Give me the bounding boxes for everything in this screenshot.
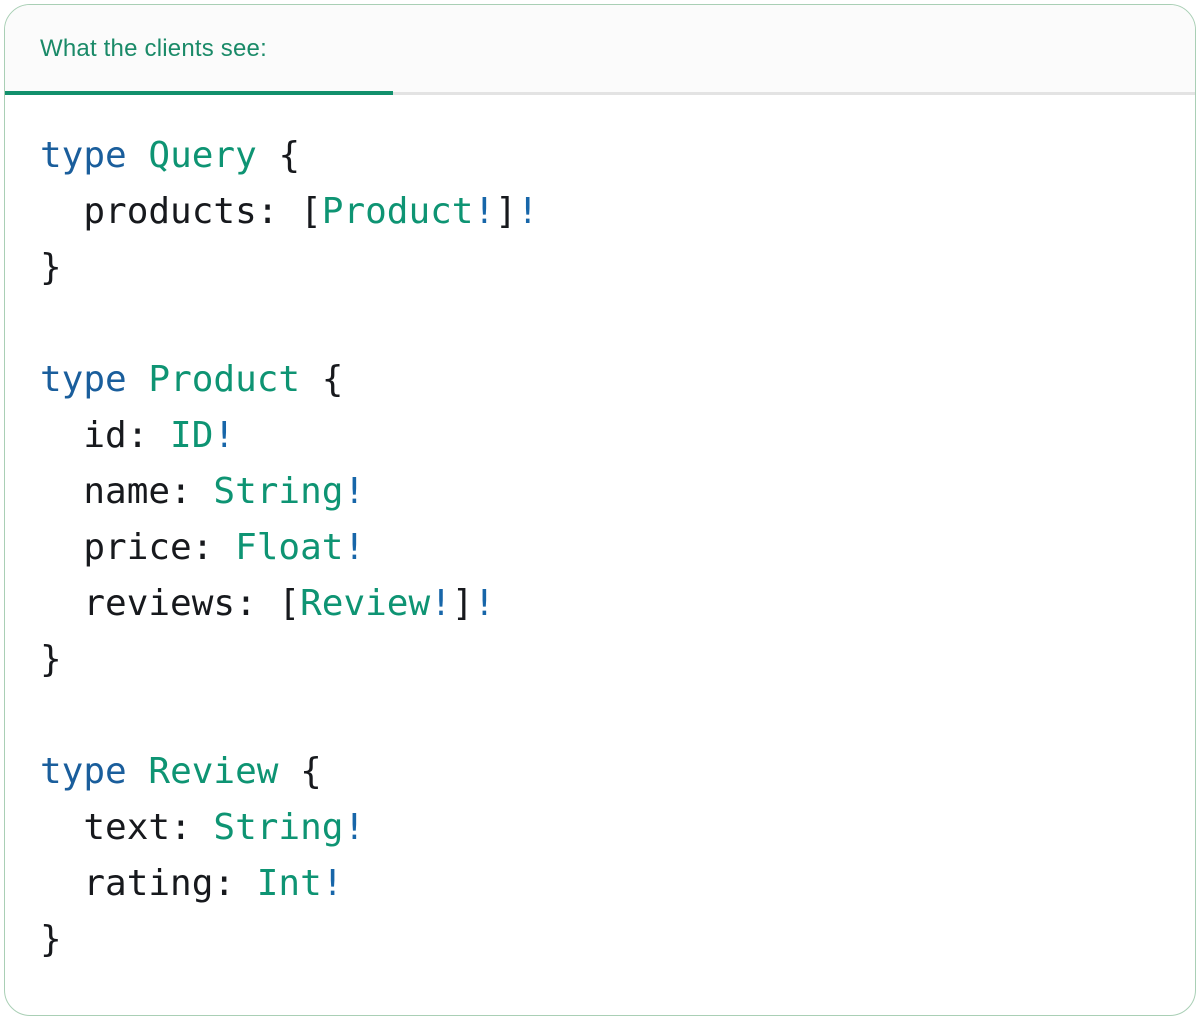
code-token: Review xyxy=(300,583,431,624)
code-token: ! xyxy=(473,583,496,624)
code-token: ! xyxy=(343,807,366,848)
code-token: ! xyxy=(343,527,366,568)
code-token: products: [ xyxy=(40,191,322,232)
code-token: ! xyxy=(473,191,496,232)
code-line: } xyxy=(40,240,1175,296)
code-token: { xyxy=(300,359,344,400)
code-token: type xyxy=(40,751,127,792)
code-token: price: xyxy=(40,527,236,568)
tab-label: What the clients see: xyxy=(40,34,267,62)
code-token: { xyxy=(278,751,322,792)
code-token: ! xyxy=(213,415,236,456)
graphql-schema-code: type Query { products: [Product!]!} type… xyxy=(5,95,1195,968)
code-token: ] xyxy=(495,191,517,232)
code-token: ! xyxy=(321,863,344,904)
code-line: products: [Product!]! xyxy=(40,184,1175,240)
code-token: } xyxy=(40,639,62,680)
code-line: text: String! xyxy=(40,800,1175,856)
code-token: Product xyxy=(148,359,301,400)
code-token: ID xyxy=(170,415,214,456)
code-token: Review xyxy=(148,751,279,792)
code-line xyxy=(40,688,1175,744)
code-line: type Query { xyxy=(40,128,1175,184)
code-token xyxy=(127,359,149,400)
code-line: } xyxy=(40,912,1175,968)
code-token: } xyxy=(40,247,62,288)
code-line: type Review { xyxy=(40,744,1175,800)
code-line: reviews: [Review!]! xyxy=(40,576,1175,632)
code-token: String xyxy=(213,471,344,512)
code-token xyxy=(127,751,149,792)
code-token: reviews: [ xyxy=(40,583,301,624)
code-token xyxy=(127,135,149,176)
code-token: id: xyxy=(40,415,171,456)
schema-panel-card: What the clients see: type Query { produ… xyxy=(4,4,1196,1016)
code-token: Product xyxy=(321,191,474,232)
code-line: rating: Int! xyxy=(40,856,1175,912)
code-token: { xyxy=(256,135,301,176)
code-token: Float xyxy=(235,527,344,568)
code-token: } xyxy=(40,919,62,960)
code-line: type Product { xyxy=(40,352,1175,408)
code-token: Int xyxy=(256,863,322,904)
code-token: rating: xyxy=(40,863,257,904)
tab-what-clients-see[interactable]: What the clients see: xyxy=(5,5,393,92)
code-line: name: String! xyxy=(40,464,1175,520)
code-token: type xyxy=(40,359,127,400)
code-token: ! xyxy=(430,583,452,624)
code-token: ! xyxy=(343,471,366,512)
code-token: Query xyxy=(148,135,257,176)
code-line xyxy=(40,296,1175,352)
card-header: What the clients see: xyxy=(5,5,1195,95)
active-tab-underline xyxy=(5,91,393,95)
code-token: ] xyxy=(451,583,474,624)
code-line: } xyxy=(40,632,1175,688)
code-token: ! xyxy=(516,191,539,232)
code-token: type xyxy=(40,135,127,176)
code-token: String xyxy=(213,807,344,848)
code-token: text: xyxy=(40,807,214,848)
code-line: id: ID! xyxy=(40,408,1175,464)
code-line: price: Float! xyxy=(40,520,1175,576)
code-token: name: xyxy=(40,471,214,512)
